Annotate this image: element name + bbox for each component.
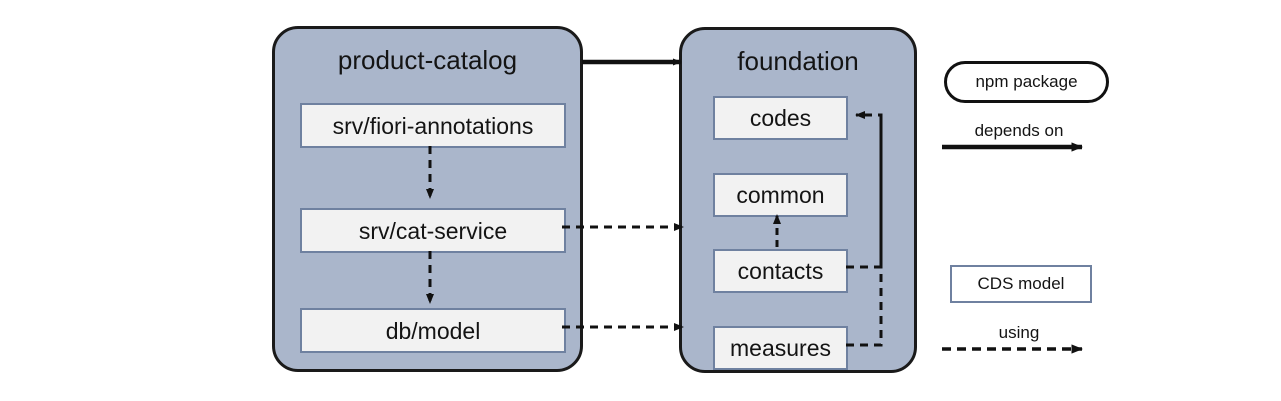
package-title-product-catalog: product-catalog [337, 45, 518, 75]
legend-cds-model-shape: CDS model [950, 265, 1092, 303]
model-box-common[interactable]: common [713, 173, 848, 217]
package-foundation[interactable]: foundation codes common contacts measure… [679, 27, 917, 373]
model-box-contacts[interactable]: contacts [713, 249, 848, 293]
model-box-db-model[interactable]: db/model [300, 308, 566, 353]
model-box-measures[interactable]: measures [713, 326, 848, 370]
legend-using-label: using [998, 323, 1040, 342]
legend-npm-package-shape: npm package [944, 61, 1109, 103]
package-product-catalog[interactable]: product-catalog srv/fiori-annotations sr… [272, 26, 583, 372]
model-box-codes[interactable]: codes [713, 96, 848, 140]
package-title-foundation: foundation [737, 46, 859, 76]
model-box-srv-cat-service[interactable]: srv/cat-service [300, 208, 566, 253]
model-box-srv-fiori-annotations[interactable]: srv/fiori-annotations [300, 103, 566, 148]
legend-depends-on-label: depends on [974, 121, 1064, 140]
